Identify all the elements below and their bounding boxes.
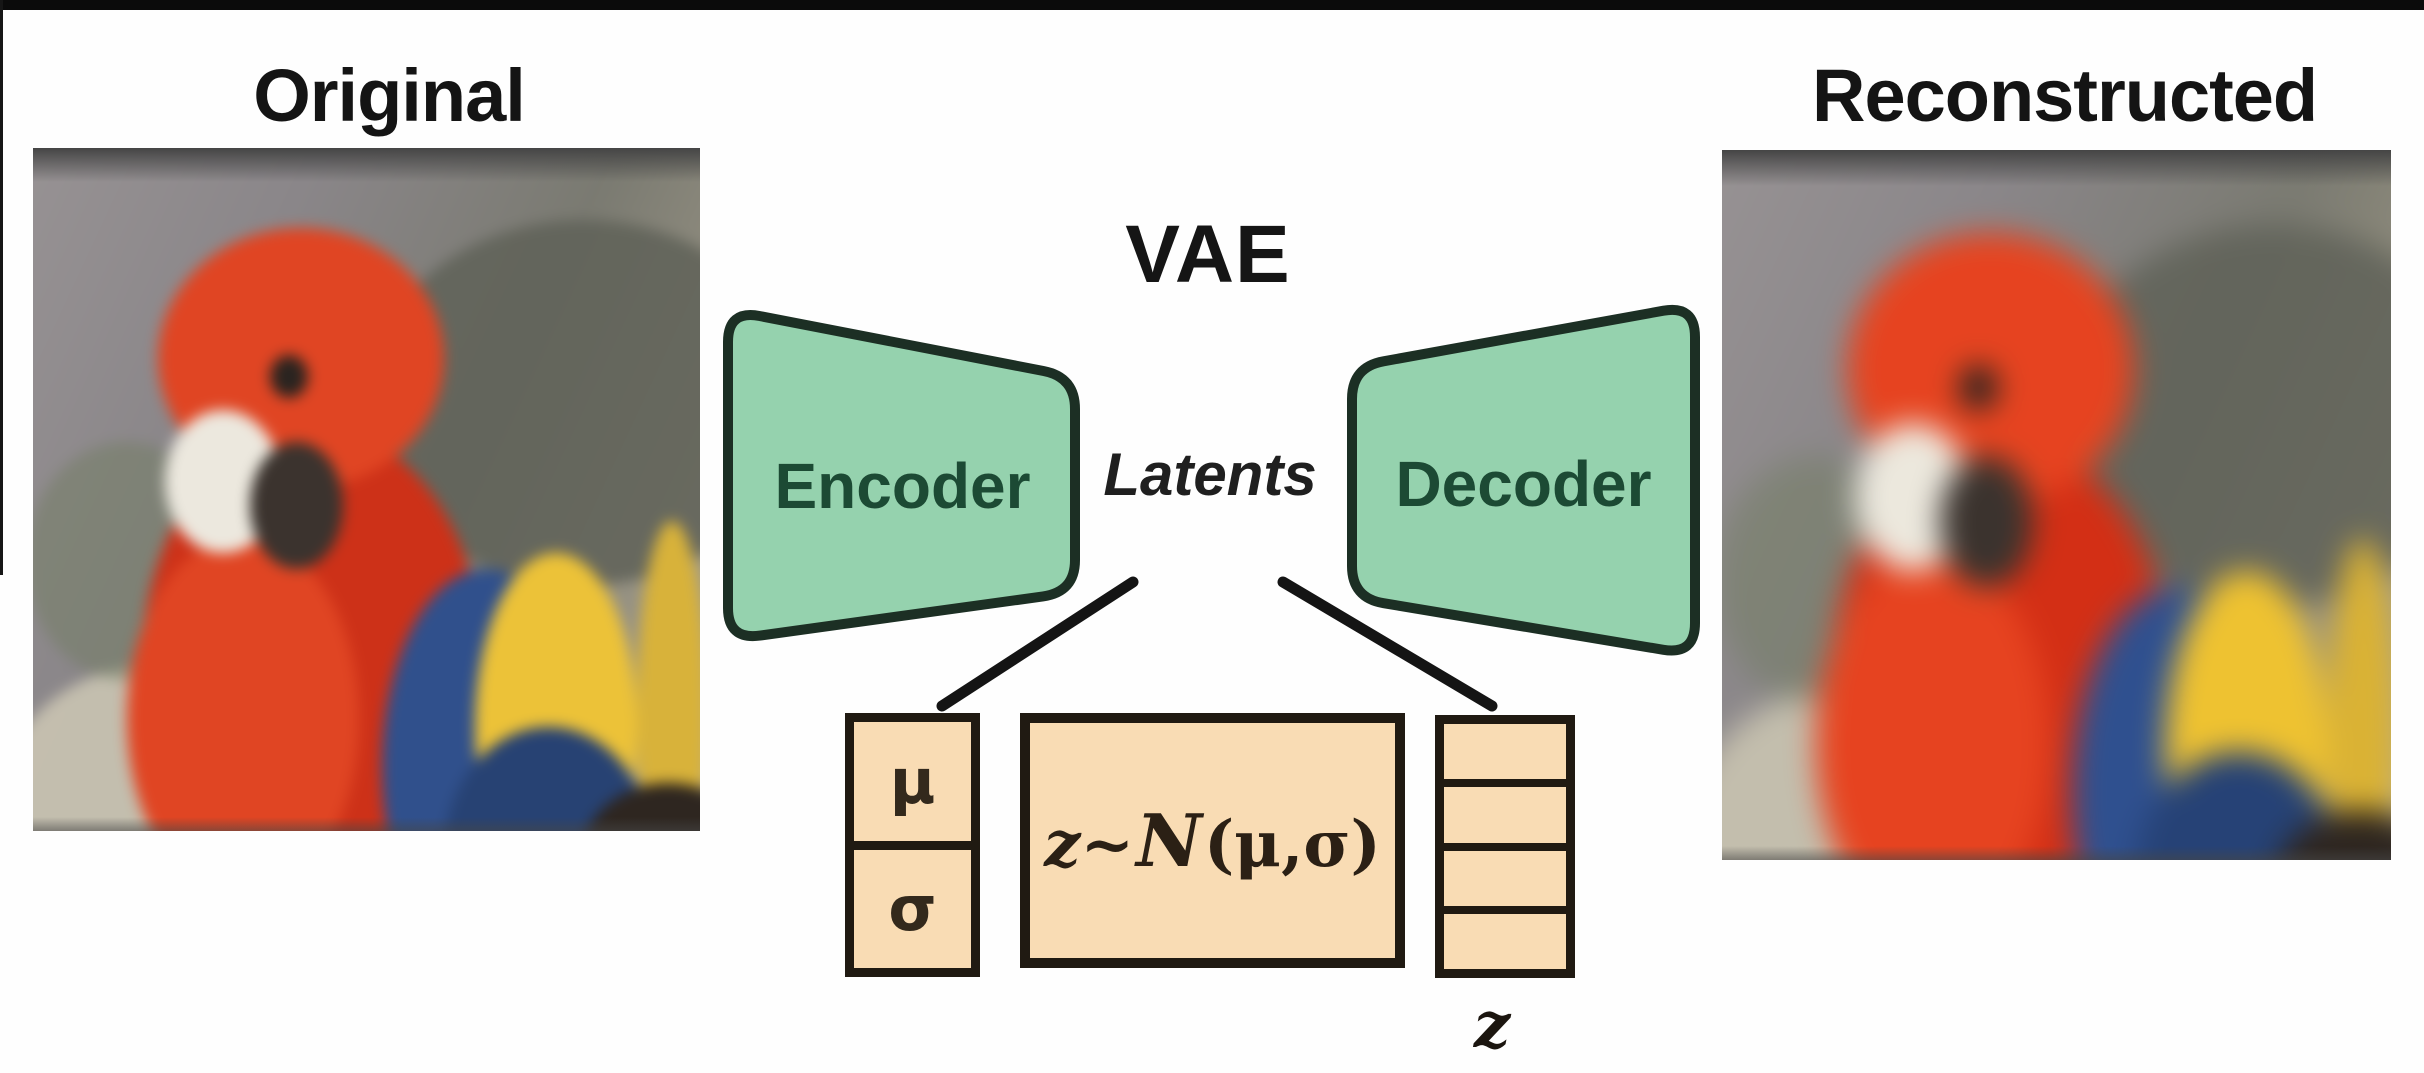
figure-title: VAE	[1125, 209, 1291, 300]
mu-sigma-box: μ σ	[845, 713, 980, 977]
formula-normal-dist: N	[1136, 798, 1202, 883]
z-vector-label: z	[1473, 988, 1511, 1063]
parrot-yellow-streak-blob	[2328, 537, 2391, 860]
page-top-rule	[0, 0, 2424, 10]
decoder-shape	[1347, 304, 1700, 656]
latents-to-mu-sigma-line	[936, 576, 1139, 712]
parrot-eye-blob	[269, 354, 309, 399]
formula-tilde: ~	[1080, 807, 1135, 882]
sampling-formula-box: z~N(μ,σ)	[1020, 713, 1405, 968]
sampling-formula: z~N(μ,σ)	[1044, 798, 1381, 883]
parrot-beak-dark-blob	[250, 441, 344, 569]
latents-to-z-line	[1277, 576, 1498, 712]
z-vector-cell	[1444, 913, 1566, 969]
mu-cell: μ	[854, 722, 971, 841]
parrot-painting	[33, 148, 700, 831]
reconstructed-panel-title: Reconstructed	[1812, 54, 2318, 137]
encoder-label: Encoder	[774, 450, 1031, 522]
formula-z: z	[1044, 807, 1081, 882]
encoder-shape	[723, 310, 1080, 642]
latents-label: Latents	[1103, 441, 1317, 508]
parrot-chest-blob	[126, 537, 359, 831]
reconstructed-parrot-image	[1722, 150, 2391, 860]
original-panel-title: Original	[253, 54, 526, 137]
parrot-eye-blob	[1959, 364, 1999, 411]
z-vector-cell	[1444, 787, 1566, 843]
z-vector-cell	[1444, 724, 1566, 780]
original-parrot-image	[33, 148, 700, 831]
page-left-rule	[0, 0, 3, 575]
formula-args: (μ,σ)	[1203, 807, 1381, 882]
z-vector-cell	[1444, 850, 1566, 906]
parrot-chest-blob	[1815, 554, 2049, 860]
parrot-painting	[1722, 150, 2391, 860]
parrot-beak-dark-blob	[1940, 455, 2034, 588]
sigma-cell: σ	[854, 849, 971, 968]
decoder-label: Decoder	[1395, 448, 1652, 520]
parrot-yellow-streak-blob	[637, 521, 700, 831]
z-vector-stack	[1435, 715, 1575, 978]
